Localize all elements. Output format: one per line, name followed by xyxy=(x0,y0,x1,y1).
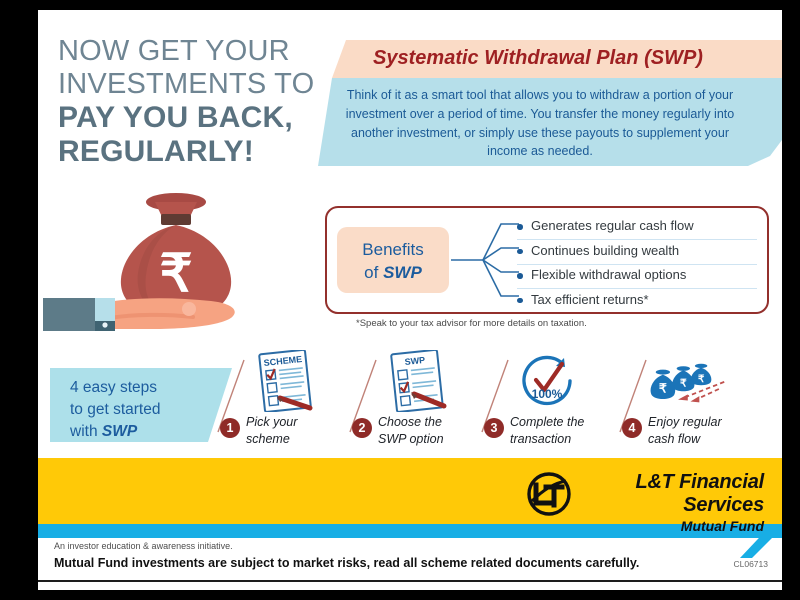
brand-name: L&T Financial Services Mutual Fund xyxy=(564,471,764,534)
benefits-list: Generates regular cash flow Continues bu… xyxy=(517,218,757,315)
disclaimer-risk: Mutual Fund investments are subject to m… xyxy=(54,556,640,570)
headline-line-2: INVESTMENTS TO xyxy=(58,68,315,101)
header-panel-title-bar: Systematic Withdrawal Plan (SWP) xyxy=(332,40,782,78)
step-label-line-1: Pick your xyxy=(246,415,298,429)
step-label: Pick your scheme xyxy=(246,414,354,447)
step-label-line-2: transaction xyxy=(510,431,572,446)
step-number-badge: 2 xyxy=(352,418,372,438)
scheme-checklist-icon: SCHEME xyxy=(258,350,313,412)
benefits-label-line-1: Benefits xyxy=(362,240,424,259)
benefit-item-label: Tax efficient returns* xyxy=(531,291,649,307)
benefits-label-em: SWP xyxy=(383,262,422,282)
benefits-box: Benefits of SWP Generates regular cash f… xyxy=(325,206,769,314)
benefits-label: Benefits of SWP xyxy=(337,227,449,293)
money-bag-currency-label: ₹ xyxy=(659,382,667,396)
bullet-icon xyxy=(517,297,523,303)
benefit-item-label: Flexible withdrawal options xyxy=(531,267,687,282)
svg-text:₹: ₹ xyxy=(698,374,705,385)
header-panel-description: Think of it as a smart tool that allows … xyxy=(345,88,735,159)
svg-text:₹: ₹ xyxy=(159,245,192,303)
step-4: ₹ ₹ ₹ 4 Enjoy regular cash flow xyxy=(619,350,756,450)
completion-check-icon: 100% xyxy=(522,355,572,406)
brand-name-line-2: Mutual Fund xyxy=(680,518,764,534)
swp-checklist-icon: SWP xyxy=(390,350,447,412)
scheme-icon-title: SCHEME xyxy=(263,354,302,368)
svg-text:₹: ₹ xyxy=(680,377,687,389)
step-2: SWP 2 Choose the SWP option xyxy=(349,350,486,450)
step-label-line-2: cash flow xyxy=(648,431,701,446)
step-label-line-1: Choose the xyxy=(378,415,442,429)
disclaimer-initiative: An investor education & awareness initia… xyxy=(54,541,233,551)
step-label-line-1: Enjoy regular xyxy=(648,415,722,429)
headline-line-3: PAY YOU BACK, xyxy=(58,101,293,135)
step-label: Complete the transaction xyxy=(510,414,618,447)
steps-banner-line-3-prefix: with xyxy=(70,423,102,440)
steps-banner-line-3-em: SWP xyxy=(101,423,138,440)
hand-holding-money-bag-illustration: ₹ xyxy=(43,193,235,331)
hand-icon xyxy=(43,298,235,331)
bullet-icon xyxy=(517,273,523,279)
headline-line-4: REGULARLY! xyxy=(58,135,254,169)
benefits-label-prefix: of xyxy=(364,262,384,282)
benefit-item: Tax efficient returns* xyxy=(517,292,757,313)
completion-percent-label: 100% xyxy=(532,387,563,401)
benefit-item: Generates regular cash flow xyxy=(517,218,757,240)
bullet-icon xyxy=(517,248,523,254)
money-bags-icon: ₹ ₹ ₹ xyxy=(650,363,725,403)
tax-footnote: *Speak to your tax advisor for more deta… xyxy=(356,318,587,329)
step-number-badge: 1 xyxy=(220,418,240,438)
swp-icon-title: SWP xyxy=(404,355,425,367)
headline-line-1: NOW GET YOUR xyxy=(58,35,290,67)
infographic-card: NOW GET YOUR INVESTMENTS TO PAY YOU BACK… xyxy=(38,10,782,590)
header-panel: Systematic Withdrawal Plan (SWP) Think o… xyxy=(318,40,782,180)
brand-name-line-1: L&T Financial Services xyxy=(635,471,764,516)
accent-bar xyxy=(38,524,782,538)
document-code: CL06713 xyxy=(733,559,768,569)
bottom-rule xyxy=(38,580,782,582)
brand-bar xyxy=(38,458,782,524)
lt-logo-icon xyxy=(527,472,571,516)
step-label-line-2: scheme xyxy=(246,431,290,446)
steps-banner: 4 easy steps to get started with SWP xyxy=(50,368,232,442)
header-panel-body: Think of it as a smart tool that allows … xyxy=(318,78,782,166)
step-label-line-1: Complete the xyxy=(510,415,585,429)
step-1: SCHEME 1 Pick your scheme xyxy=(217,350,354,450)
benefits-connector xyxy=(451,223,519,297)
step-number-badge: 4 xyxy=(622,418,642,438)
header-panel-title: Systematic Withdrawal Plan (SWP) xyxy=(373,47,703,69)
money-bag-icon: ₹ xyxy=(120,193,232,319)
step-3: 100% 3 Complete the transaction xyxy=(481,350,618,450)
bullet-icon xyxy=(517,224,523,230)
step-label: Choose the SWP option xyxy=(378,414,486,447)
page-title: NOW GET YOUR INVESTMENTS TO PAY YOU BACK… xyxy=(58,35,348,169)
benefit-item: Flexible withdrawal options xyxy=(517,267,757,289)
step-number-badge: 3 xyxy=(484,418,504,438)
benefit-item-label: Continues building wealth xyxy=(531,242,680,258)
benefit-item-label: Generates regular cash flow xyxy=(531,218,694,233)
steps-banner-line-1: 4 easy steps xyxy=(70,379,158,396)
step-label: Enjoy regular cash flow xyxy=(648,414,756,447)
benefit-item: Continues building wealth xyxy=(517,243,757,265)
step-label-line-2: SWP option xyxy=(378,431,444,446)
steps-banner-line-2: to get started xyxy=(70,401,161,418)
accent-arrow-shape xyxy=(740,524,782,558)
